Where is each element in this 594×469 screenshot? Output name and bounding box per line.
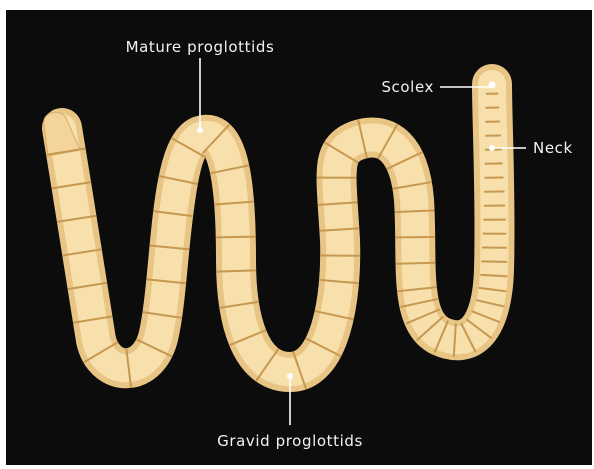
proglottid-segments (47, 94, 506, 389)
tapeworm-body (44, 84, 495, 372)
scolex-label: Scolex (381, 78, 434, 96)
proglottid-division (397, 263, 435, 264)
mature-pointer-dot (197, 127, 203, 133)
gravid-pointer-dot (287, 373, 293, 379)
proglottid-division (481, 275, 506, 276)
neck-label: Neck (533, 139, 573, 157)
proglottid-division (217, 237, 255, 238)
proglottid-division (217, 270, 255, 271)
neck-pointer-dot (489, 145, 495, 151)
scolex-dot (489, 82, 496, 89)
proglottid-division (482, 261, 506, 262)
mature-proglottids-label: Mature proglottids (126, 38, 275, 56)
gravid-proglottids-label: Gravid proglottids (217, 432, 363, 450)
